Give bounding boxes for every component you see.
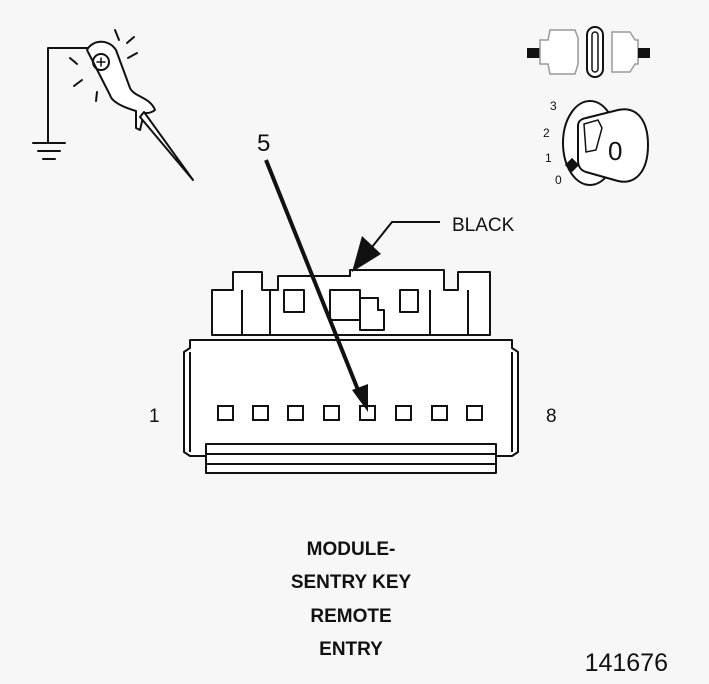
ignition-position-1: 1 bbox=[545, 151, 552, 165]
pin-2 bbox=[252, 405, 269, 421]
ignition-position-0: 0 bbox=[555, 173, 562, 187]
wire-color-callout: BLACK bbox=[352, 215, 515, 272]
pin-6 bbox=[395, 405, 412, 421]
ignition-key-label: 0 bbox=[608, 136, 622, 166]
ignition-position-3: 3 bbox=[550, 99, 557, 113]
wire-color-label: BLACK bbox=[452, 215, 515, 236]
pin-7 bbox=[431, 405, 448, 421]
pin-callout-arrow: 5 bbox=[257, 130, 368, 412]
component-title: MODULE- SENTRY KEY REMOTE ENTRY bbox=[291, 539, 412, 660]
pin-8 bbox=[466, 405, 483, 421]
connector-separated-icon bbox=[527, 26, 650, 78]
title-line-4: ENTRY bbox=[319, 639, 383, 660]
title-line-1: MODULE- bbox=[307, 539, 396, 560]
title-line-2: SENTRY KEY bbox=[291, 572, 412, 593]
pin-3 bbox=[287, 405, 304, 421]
title-line-3: REMOTE bbox=[310, 606, 391, 627]
pin-last-label: 8 bbox=[546, 406, 557, 427]
pin-callout-number: 5 bbox=[257, 130, 270, 157]
ignition-position-2: 2 bbox=[543, 126, 550, 140]
connector-body bbox=[183, 269, 519, 474]
pin-1 bbox=[217, 405, 234, 421]
pin-first-label: 1 bbox=[149, 406, 160, 427]
test-lamp-probe-icon bbox=[32, 29, 194, 181]
ignition-key-icon: 3 2 1 0 0 bbox=[543, 99, 650, 187]
figure-number: 141676 bbox=[585, 649, 668, 677]
pin-4 bbox=[323, 405, 340, 421]
connector-pins bbox=[217, 405, 483, 421]
